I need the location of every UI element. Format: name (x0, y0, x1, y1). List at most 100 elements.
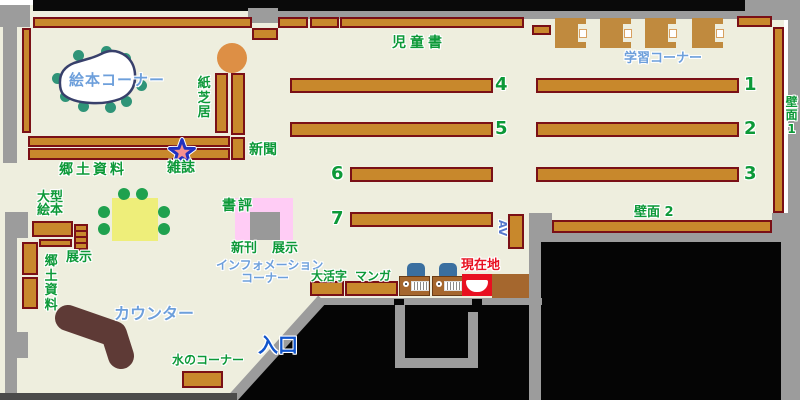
shelf-large-books (32, 221, 73, 237)
chair (98, 206, 110, 218)
shelf-number-5: 5 (495, 118, 508, 139)
label-current-location: 現在地 (461, 258, 501, 273)
label-local-materials-left: 郷土資料 (44, 254, 58, 313)
shelf (252, 28, 278, 40)
counter-desk (55, 305, 134, 369)
label-information-2: コーナー (241, 271, 290, 285)
label-water-corner: 水のコーナー (172, 353, 245, 367)
shelf-3 (536, 167, 739, 182)
label-newspaper: 新聞 (249, 142, 277, 158)
wall-diagonal (225, 295, 328, 400)
label-wall-1: 壁面1 (785, 95, 798, 136)
shelf-number-3: 3 (744, 163, 757, 184)
wall-bottom (0, 393, 237, 400)
shelf-4 (290, 78, 493, 93)
label-large-picture-books-1: 大型 (37, 190, 64, 205)
station-chair (407, 263, 425, 277)
shelf-kamishibai (215, 73, 228, 133)
shelf-number-4: 4 (495, 74, 508, 95)
shelf (737, 16, 772, 27)
shelf-local-materials (22, 277, 38, 309)
wall-top-black (33, 0, 760, 11)
shelf-kamishibai (231, 73, 245, 135)
label-information-1: インフォメーション (216, 258, 324, 272)
wall-topleft-block (0, 5, 30, 27)
label-display-info: 展示 (272, 241, 299, 256)
chair (118, 188, 130, 200)
chair (78, 101, 89, 112)
chair (158, 206, 170, 218)
label-new-books: 新刊 (231, 241, 258, 256)
wall-top-divider (248, 8, 278, 23)
label-entrance: 入口 (258, 333, 298, 357)
label-children-books: 児童書 (392, 35, 446, 51)
wall-notch-right (472, 299, 482, 305)
shelf (278, 17, 308, 28)
shelf-number-6: 6 (331, 163, 344, 184)
wall-topright-corner (745, 0, 800, 20)
vestibule-wall-left (395, 305, 405, 368)
label-display-left: 展示 (66, 250, 93, 265)
shelf-number-7: 7 (331, 208, 344, 229)
shelf-6 (350, 167, 493, 182)
shelf (310, 17, 339, 28)
wall-left-pillar-1 (5, 212, 28, 238)
label-large-print: 大活字 (311, 269, 348, 283)
chair (136, 80, 147, 91)
wall-corridor-right (781, 242, 788, 400)
shelf (231, 137, 245, 160)
label-counter: カウンター (114, 304, 195, 323)
station-knob-dot (405, 283, 407, 285)
wall-left-1 (3, 27, 17, 163)
wall-br-band (541, 233, 781, 242)
wall-mid-vertical (529, 213, 541, 400)
new-books-table (250, 212, 280, 240)
station-speaker (444, 281, 462, 291)
label-manga: マンガ (355, 269, 392, 283)
reading-table (112, 198, 158, 241)
label-study-corner: 学習コーナー (624, 51, 703, 66)
shelf-number-2: 2 (744, 118, 757, 139)
shelf-number-1: 1 (744, 74, 757, 95)
vestibule-wall-bottom (395, 358, 478, 368)
chair (105, 102, 116, 113)
chair (73, 50, 84, 61)
chair (136, 188, 148, 200)
shelf-water (182, 371, 223, 388)
shelf-5 (290, 122, 493, 137)
shelf-display-rack (74, 224, 88, 251)
shelf-2 (536, 122, 739, 137)
star-marker (168, 138, 196, 165)
chair (52, 73, 63, 84)
station-chair (439, 263, 457, 277)
counter-end (492, 274, 529, 298)
shelf-7 (350, 212, 493, 227)
label-kamishibai: 紙芝居 (197, 76, 211, 121)
shelf-av (508, 214, 524, 249)
label-book-review: 書評 (222, 198, 254, 214)
chair (121, 96, 132, 107)
wall-left-pillar-2 (5, 332, 28, 358)
wall-top (262, 11, 775, 19)
vestibule-wall-right (468, 312, 478, 368)
wall-left-3 (5, 358, 17, 395)
station-speaker (411, 281, 429, 291)
shelf-large-print (310, 281, 344, 296)
chair (98, 223, 110, 235)
outside-topleft (0, 0, 33, 5)
shelf (28, 136, 230, 147)
shelf-1 (536, 78, 739, 93)
chair (158, 223, 170, 235)
current-location-bowl (466, 280, 488, 292)
shelf (532, 25, 551, 35)
shelf-local-materials (22, 242, 38, 275)
wall-right (788, 15, 800, 400)
shelf (340, 17, 524, 28)
shelf (39, 239, 72, 247)
gap-right (784, 20, 788, 213)
shelf-wall-1 (773, 27, 784, 213)
label-wall-2: 壁面 2 (634, 205, 674, 220)
